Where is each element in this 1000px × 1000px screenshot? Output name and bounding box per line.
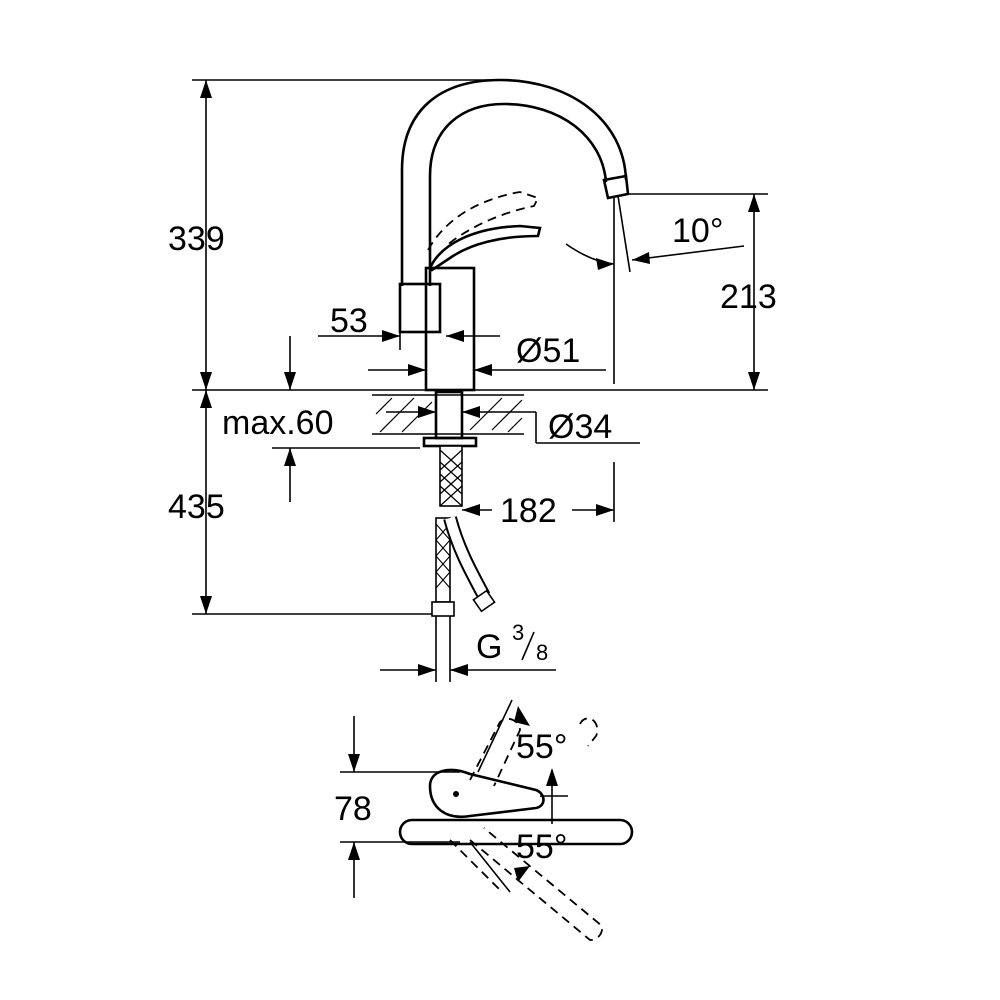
label-lever-height: 78 <box>334 790 372 828</box>
label-spout-height: 213 <box>720 278 777 316</box>
label-lever-angle-down: 55° <box>516 828 567 866</box>
spout <box>400 78 628 286</box>
label-total-height: 339 <box>168 220 225 258</box>
label-projection: 182 <box>500 492 557 530</box>
braided-hoses <box>431 445 496 617</box>
dimension-labels: 339 213 53 Ø51 max.60 Ø34 435 182 10° G … <box>168 212 777 866</box>
label-connection-den: 8 <box>536 640 548 665</box>
label-connection-prefix: G <box>476 628 502 666</box>
faucet-body <box>424 266 476 392</box>
label-lever-angle-up: 55° <box>516 728 567 766</box>
shank <box>434 390 464 440</box>
label-hose-length: 435 <box>168 488 225 526</box>
spout-collar <box>398 282 442 334</box>
label-connection-num: 3 <box>512 620 524 645</box>
faucet-top-view <box>340 699 634 941</box>
label-spout-angle: 10° <box>672 212 723 250</box>
dimension-lines <box>192 79 768 682</box>
label-max-deck: max.60 <box>222 404 334 442</box>
lever <box>428 224 542 272</box>
label-body-offset: 53 <box>330 302 368 340</box>
label-body-diameter: Ø51 <box>516 332 580 370</box>
label-shank-diameter: Ø34 <box>548 408 612 446</box>
deck <box>372 394 524 435</box>
faucet-side-view <box>372 78 630 617</box>
